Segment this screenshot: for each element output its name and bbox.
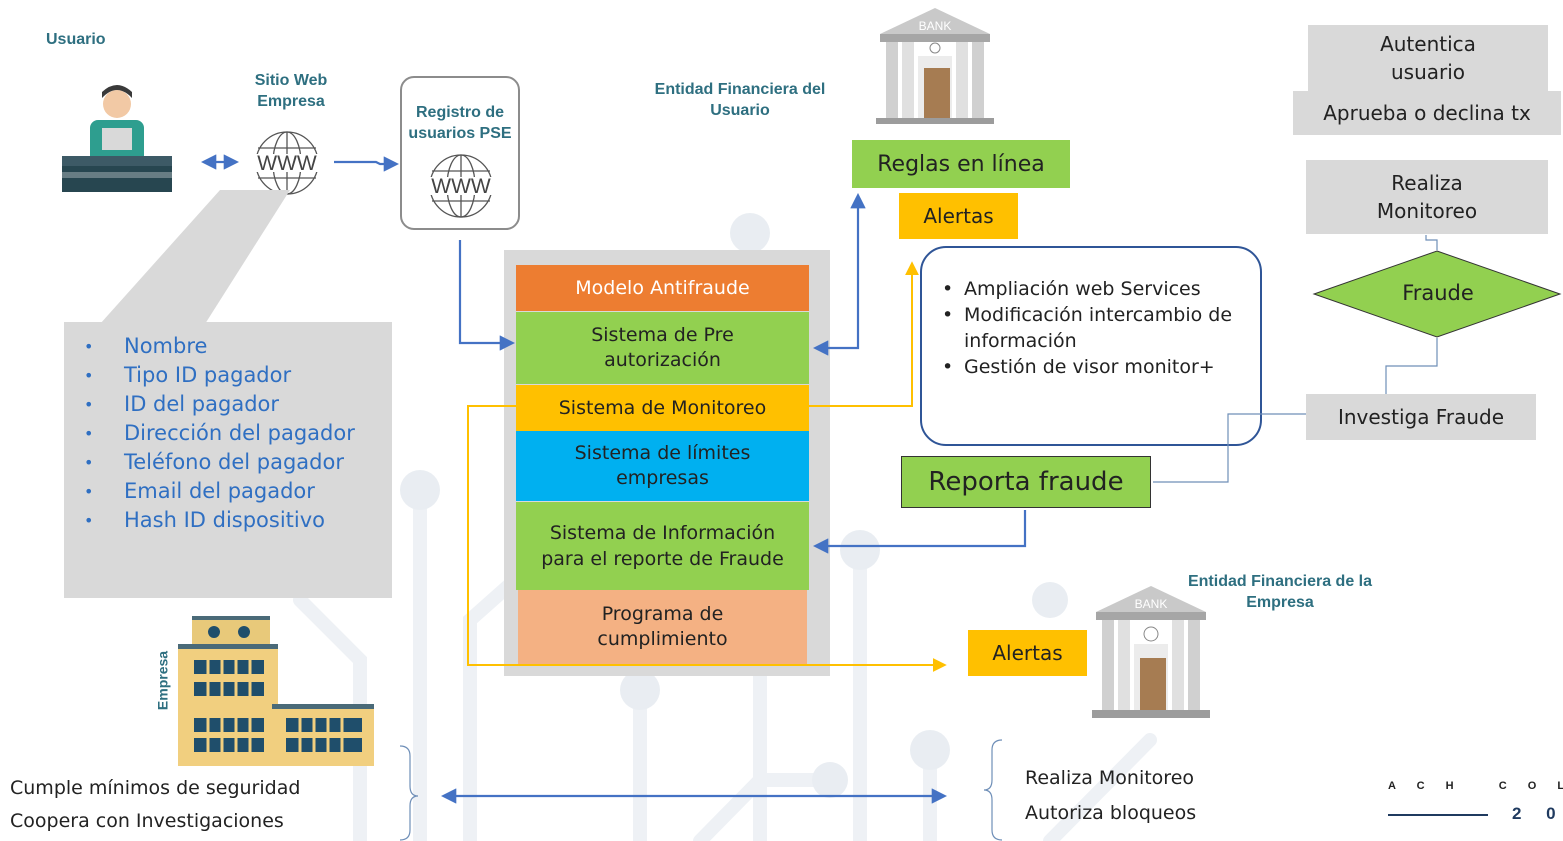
svg-text:BANK: BANK <box>919 19 952 33</box>
empresa-label: Empresa <box>154 650 171 711</box>
payer-fields-callout: NombreTipo ID pagadorID del pagadorDirec… <box>64 322 392 598</box>
aprueba-label: Aprueba o declina tx <box>1323 101 1531 125</box>
investiga-fraude-label: Investiga Fraude <box>1337 405 1505 429</box>
payer-field-item: Email del pagador <box>64 477 364 506</box>
aprueba-box: Aprueba o declina tx <box>1293 91 1561 135</box>
cumplimiento-box: Programa de cumplimiento <box>518 590 807 664</box>
payer-field-item: Tipo ID pagador <box>64 361 364 390</box>
autentica-label: Autentica usuario <box>1380 32 1476 84</box>
realiza-monitoreo-text: Realiza Monitoreo <box>1025 767 1195 789</box>
realiza-monitoreo-label: Realiza Monitoreo <box>1376 171 1478 223</box>
limites-box: Sistema de límites empresas <box>516 431 809 501</box>
service-item: Modificación intercambio de información <box>938 302 1238 354</box>
limites-label: Sistema de límites empresas <box>574 442 751 489</box>
pre-autorizacion-label: Sistema de Pre autorización <box>591 324 734 371</box>
coopera-text: Coopera con Investigaciones <box>10 810 284 832</box>
alertas-empresa-label: Alertas <box>992 641 1063 665</box>
registro-globe-icon: WWW <box>420 154 502 218</box>
alertas-usuario-label: Alertas <box>923 204 994 228</box>
modelo-antifraude-box: Modelo Antifraude <box>516 265 809 311</box>
reglas-en-linea-box: Reglas en línea <box>852 140 1070 188</box>
ach-brand-text: A C H C O L O <box>1388 780 1563 792</box>
cumple-minimos-text: Cumple mínimos de seguridad <box>10 777 301 799</box>
autentica-box: Autentica usuario <box>1308 25 1548 91</box>
fraude-decision-diamond <box>1312 250 1562 338</box>
entidad-empresa-label: Entidad Financiera de la Empresa <box>1187 573 1373 611</box>
fraude-label: Fraude <box>1402 281 1474 305</box>
payer-field-item: Teléfono del pagador <box>64 448 364 477</box>
usuario-label: Usuario <box>46 31 106 48</box>
entidad-usuario-label: Entidad Financiera del Usuario <box>654 81 826 119</box>
informacion-label: Sistema de Información para el reporte d… <box>541 522 784 570</box>
entidad-responsibilities: Realiza Monitoreo Autoriza bloqueos <box>1025 762 1196 830</box>
autoriza-bloqueos-text: Autoriza bloqueos <box>1025 802 1197 824</box>
svg-text:WWW: WWW <box>257 152 317 175</box>
payer-field-item: Nombre <box>64 332 364 361</box>
services-box: Ampliación web ServicesModificación inte… <box>920 246 1262 446</box>
bank-empresa-icon: BANK <box>1092 586 1210 718</box>
services-list: Ampliación web ServicesModificación inte… <box>938 276 1238 380</box>
modelo-antifraude-label: Modelo Antifraude <box>575 277 750 299</box>
alertas-usuario-box: Alertas <box>899 193 1018 239</box>
ach-brand-logo: A C H C O L O 2 0 <box>1388 780 1563 830</box>
reporta-fraude-box: Reporta fraude <box>901 456 1151 508</box>
monitoreo-label: Sistema de Monitoreo <box>558 397 767 419</box>
empresa-responsibilities: Cumple mínimos de seguridad Coopera con … <box>10 772 300 838</box>
service-item: Ampliación web Services <box>938 276 1238 302</box>
monitoreo-box: Sistema de Monitoreo <box>516 385 809 431</box>
website-globe-icon: WWW <box>246 131 328 195</box>
svg-text:WWW: WWW <box>431 175 491 198</box>
registro-pse-box: Registro de usuarios PSE WWW <box>400 76 520 230</box>
investiga-fraude-box: Investiga Fraude <box>1306 394 1536 440</box>
reglas-en-linea-label: Reglas en línea <box>877 151 1045 177</box>
payer-field-item: Hash ID dispositivo <box>64 506 364 535</box>
svg-text:BANK: BANK <box>1135 597 1168 611</box>
sitio-web-label: Sitio Web Empresa <box>254 72 328 110</box>
alertas-empresa-box: Alertas <box>968 630 1087 676</box>
payer-field-item: Dirección del pagador <box>64 419 364 448</box>
empresa-building-icon <box>178 616 374 766</box>
fraude-label-box: Fraude <box>1380 276 1496 310</box>
realiza-monitoreo-box: Realiza Monitoreo <box>1306 160 1548 234</box>
callout-pointer <box>100 190 290 324</box>
cumplimiento-label: Programa de cumplimiento <box>597 603 728 650</box>
service-item: Gestión de visor monitor+ <box>938 354 1238 380</box>
reporta-fraude-label: Reporta fraude <box>928 467 1124 497</box>
bank-usuario-icon: BANK <box>876 8 994 124</box>
pre-autorizacion-box: Sistema de Pre autorización <box>516 312 809 384</box>
user-at-computer-icon <box>62 85 172 192</box>
ach-brand-year: 2 0 <box>1512 804 1563 823</box>
registro-pse-label: Registro de usuarios PSE <box>408 104 512 142</box>
payer-fields-list: NombreTipo ID pagadorID del pagadorDirec… <box>64 332 364 535</box>
payer-field-item: ID del pagador <box>64 390 364 419</box>
informacion-box: Sistema de Información para el reporte d… <box>516 502 809 590</box>
